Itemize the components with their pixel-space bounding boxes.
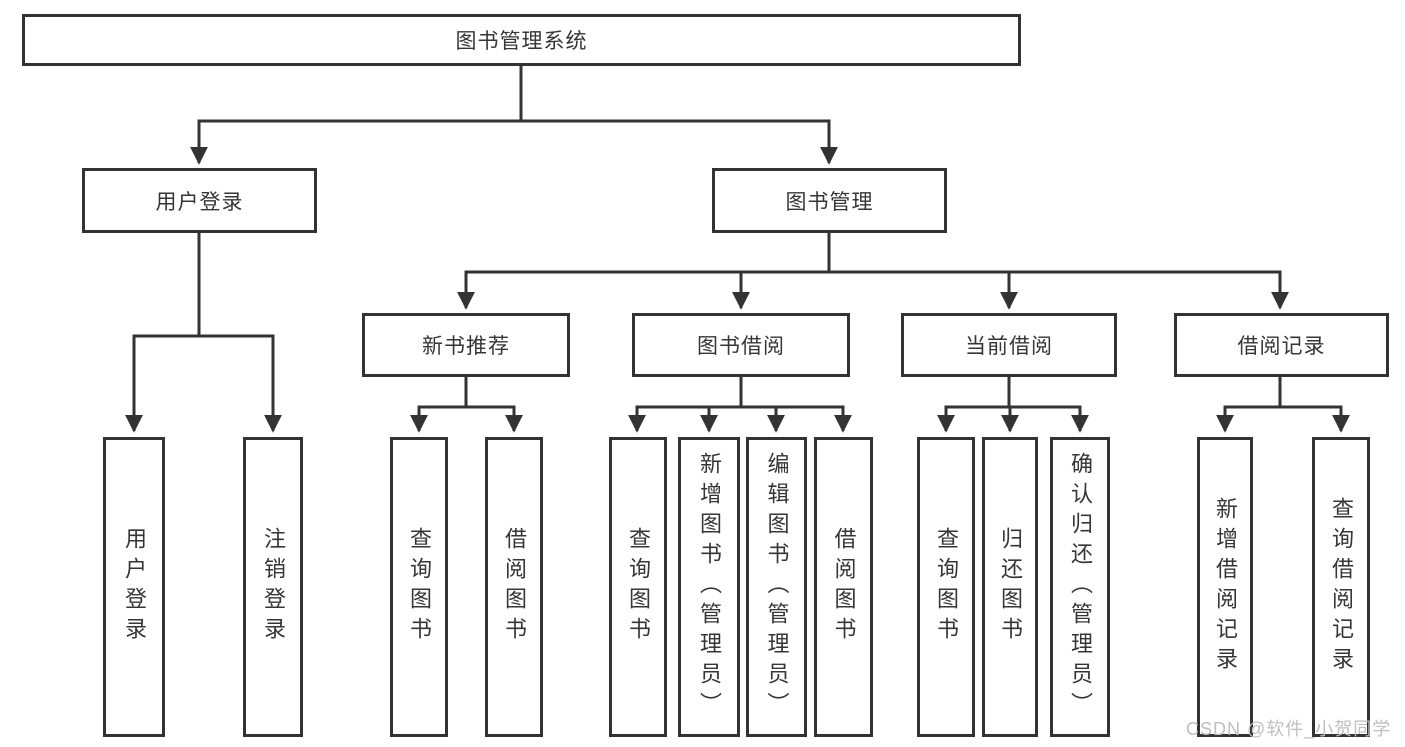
leaf-label: 注销登录	[261, 527, 286, 647]
leaf-label: 查询图书	[934, 527, 959, 647]
leaf-label: 确认归还（管理员）	[1068, 452, 1093, 722]
leaf-add-borrow-record: 新增借阅记录	[1197, 437, 1253, 737]
watermark-text: CSDN @软件_小贺同学	[1186, 719, 1392, 739]
leaf-label: 借阅图书	[831, 527, 857, 647]
leaf-confirm-return-admin: 确认归还（管理员）	[1050, 437, 1110, 737]
node-current-borrowing: 当前借阅	[901, 313, 1117, 377]
node-book-borrowing: 图书借阅	[632, 313, 850, 377]
leaf-label: 新增图书（管理员）	[697, 452, 722, 722]
leaf-edit-books-admin: 编辑图书（管理员）	[746, 437, 807, 737]
leaf-label: 查询图书	[407, 527, 432, 647]
leaf-query-books-2: 查询图书	[609, 437, 667, 737]
leaf-label: 借阅图书	[502, 527, 527, 647]
leaf-user-login: 用户登录	[103, 437, 165, 737]
node-book-management: 图书管理	[712, 168, 947, 233]
leaf-borrow-books-2: 借阅图书	[814, 437, 873, 737]
leaf-return-books: 归还图书	[982, 437, 1038, 737]
leaf-query-books-1: 查询图书	[390, 437, 448, 737]
node-user-login: 用户登录	[82, 168, 317, 233]
leaf-label: 用户登录	[122, 527, 147, 647]
leaf-label: 查询图书	[626, 527, 651, 647]
leaf-label: 查询借阅记录	[1329, 497, 1354, 677]
leaf-label: 归还图书	[998, 527, 1023, 647]
leaf-logout: 注销登录	[243, 437, 303, 737]
leaf-query-borrow-record: 查询借阅记录	[1312, 437, 1370, 737]
leaf-query-books-3: 查询图书	[917, 437, 975, 737]
node-root-library-system: 图书管理系统	[22, 14, 1021, 66]
node-borrowing-records: 借阅记录	[1174, 313, 1389, 377]
leaf-label: 新增借阅记录	[1213, 497, 1238, 677]
node-new-book-recommendation: 新书推荐	[362, 313, 570, 377]
leaf-add-books-admin: 新增图书（管理员）	[678, 437, 740, 737]
leaf-borrow-books-1: 借阅图书	[485, 437, 543, 737]
leaf-label: 编辑图书（管理员）	[764, 452, 790, 722]
